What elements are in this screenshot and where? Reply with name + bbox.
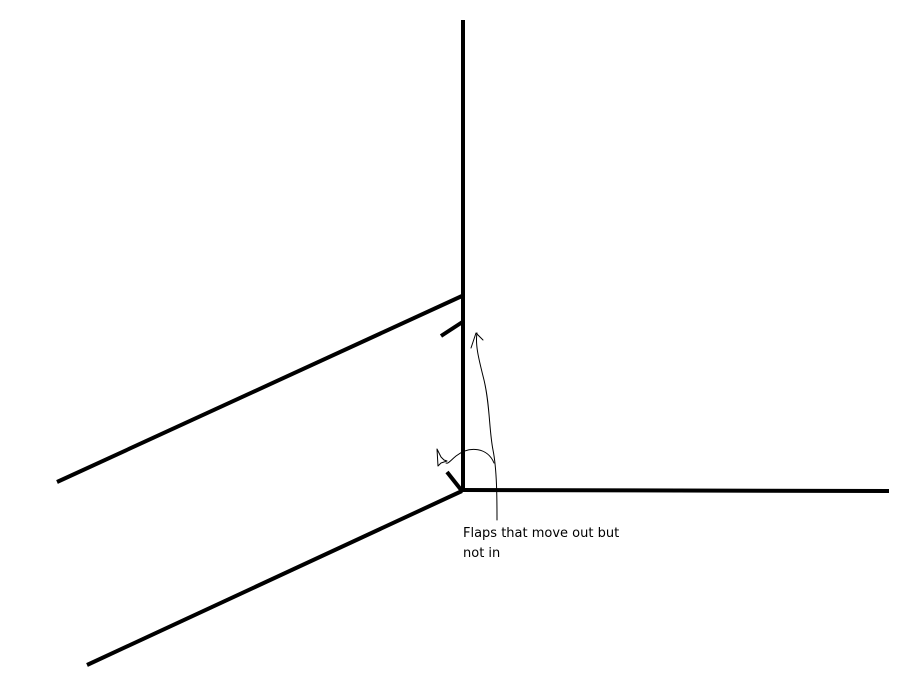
annotation-label: Flaps that move out but not in [463, 526, 620, 561]
lower-flap-line [445, 470, 464, 493]
upper-diagonal-line [56, 294, 463, 484]
lower-arrow-head-icon [436, 448, 448, 467]
horizontal-floor-line [461, 488, 890, 493]
annotation-leader-line [476, 332, 498, 521]
lower-rotation-arc [445, 448, 495, 464]
lower-diagonal-line [86, 489, 463, 667]
upper-flap-line [439, 319, 466, 338]
upper-arrow-head-icon [470, 332, 484, 349]
